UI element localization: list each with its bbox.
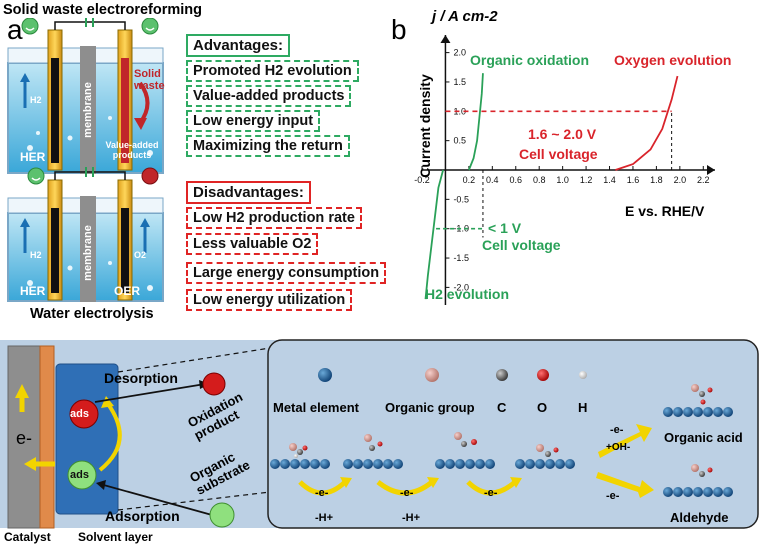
x-tick-label: 1.4 [603, 175, 616, 185]
y-tick-label: -2.0 [453, 282, 469, 292]
adsorption-label: Adsorption [105, 508, 180, 524]
disadvantages-title: Disadvantages: [186, 181, 311, 204]
y-tick-label: 1.5 [453, 77, 466, 87]
disadvantage-item: Less valuable O2 [186, 233, 319, 255]
y-tick-label: 1.0 [453, 106, 466, 116]
cell2-o2-label: O2 [134, 250, 147, 260]
step-label: +OH- [606, 442, 631, 453]
cell1-waste-label: Solid waste [134, 68, 165, 92]
step-label: -H+ [315, 512, 334, 524]
legend-metal: Metal element [273, 400, 359, 415]
h2-evolution-label: H2 evolution [425, 286, 510, 302]
cell2-h2-label: H2 [30, 250, 42, 260]
step-label: -H+ [402, 512, 421, 524]
y-tick-label: 2.0 [453, 48, 466, 58]
panel-a-top-title: Solid waste electroreforming [3, 2, 203, 18]
panel-b-label: b [391, 14, 407, 45]
ads-top-label: ads [70, 408, 89, 420]
y-tick-label: -0.5 [453, 194, 469, 204]
cell1-membrane-label: membrane [81, 82, 94, 138]
organic-oxidation-label: Organic oxidation [470, 52, 590, 68]
organic-acid-label: Organic acid [664, 430, 743, 445]
advantage-item: Promoted H2 evolution [186, 60, 359, 82]
legend-organic-group: Organic group [385, 400, 475, 415]
voltage-high-label: 1.6 ~ 2.0 V [528, 126, 597, 142]
step-label: -e- [315, 487, 329, 499]
advantage-item: Value-added products [186, 85, 352, 107]
x-tick-label: 2.2 [697, 175, 710, 185]
cell2-oer-label: OER [114, 284, 141, 298]
x-tick-label: 1.2 [580, 175, 593, 185]
legend-carbon: C [497, 400, 507, 415]
electrolysis-cells-illustration [7, 18, 164, 302]
x-tick-label: -0.2 [414, 175, 430, 185]
oxygen-evolution-label: Oxygen evolution [614, 52, 732, 68]
cell1-her-label: HER [20, 150, 46, 164]
y-axis-arrow [440, 35, 451, 43]
chart-y-unit-label: j / A cm-2 [432, 8, 498, 25]
cell1-h2-label: H2 [30, 95, 42, 105]
aldehyde-label: Aldehyde [670, 510, 729, 525]
panel-a-label: a [7, 14, 23, 45]
chart-x-axis-label: E vs. RHE/V [625, 203, 705, 219]
x-axis-arrow [707, 165, 715, 175]
electron-label: e- [16, 428, 33, 448]
step-label: -e- [606, 490, 620, 502]
voltage-low-label: < 1 V [488, 220, 522, 236]
desorption-label: Desorption [104, 370, 178, 386]
step-label: -e- [610, 424, 624, 436]
series-line [468, 73, 484, 171]
legend-hydrogen: H [578, 400, 588, 415]
x-tick-label: 0.8 [533, 175, 546, 185]
advantage-item: Maximizing the return [186, 135, 350, 157]
series-line [615, 75, 679, 171]
cell2-her-label: HER [20, 284, 46, 298]
voltage-high-sub-label: Cell voltage [519, 146, 598, 162]
x-tick-label: 1.6 [627, 175, 640, 185]
cell1-products-label: Value-added products [105, 140, 159, 160]
y-tick-label: 0.5 [453, 136, 466, 146]
cell-water-electrolysis [7, 167, 164, 302]
advantage-item: Low energy input [186, 110, 321, 132]
legend-oxygen: O [537, 400, 548, 415]
polarization-chart: -0.2 0.2 0.4 0.6 0.8 1.0 1.2 1.4 1.6 1.8 2.0 2.2 2.0… [414, 35, 715, 305]
disadvantage-item: Low H2 production rate [186, 207, 362, 229]
solvent-layer-label: Solvent layer [78, 530, 153, 544]
x-tick-label: 0.6 [510, 175, 523, 185]
step-label: -e- [400, 487, 414, 499]
cell-electroreforming [7, 18, 164, 174]
step-label: -e- [484, 487, 498, 499]
advantages-title: Advantages: [186, 34, 291, 57]
ads-bottom-label: ads [70, 469, 89, 481]
disadvantage-item: Low energy utilization [186, 289, 353, 311]
cell2-membrane-label: membrane [81, 225, 94, 281]
x-tick-label: 2.0 [674, 175, 687, 185]
molecule [289, 384, 713, 477]
voltage-low-sub-label: Cell voltage [482, 237, 561, 253]
x-tick-label: 0.4 [486, 175, 499, 185]
catalyst-label: Catalyst [4, 530, 51, 544]
y-tick-label: -1.0 [453, 224, 469, 234]
x-tick-label: 0.2 [463, 175, 476, 185]
y-tick-label: -1.5 [453, 253, 469, 263]
mechanism-illustration [0, 339, 759, 529]
disadvantage-item: Large energy consumption [186, 262, 387, 284]
x-tick-label: 1.0 [556, 175, 569, 185]
series-line [424, 169, 444, 300]
panel-a-bottom-title: Water electrolysis [30, 306, 154, 322]
x-tick-label: 1.8 [650, 175, 663, 185]
